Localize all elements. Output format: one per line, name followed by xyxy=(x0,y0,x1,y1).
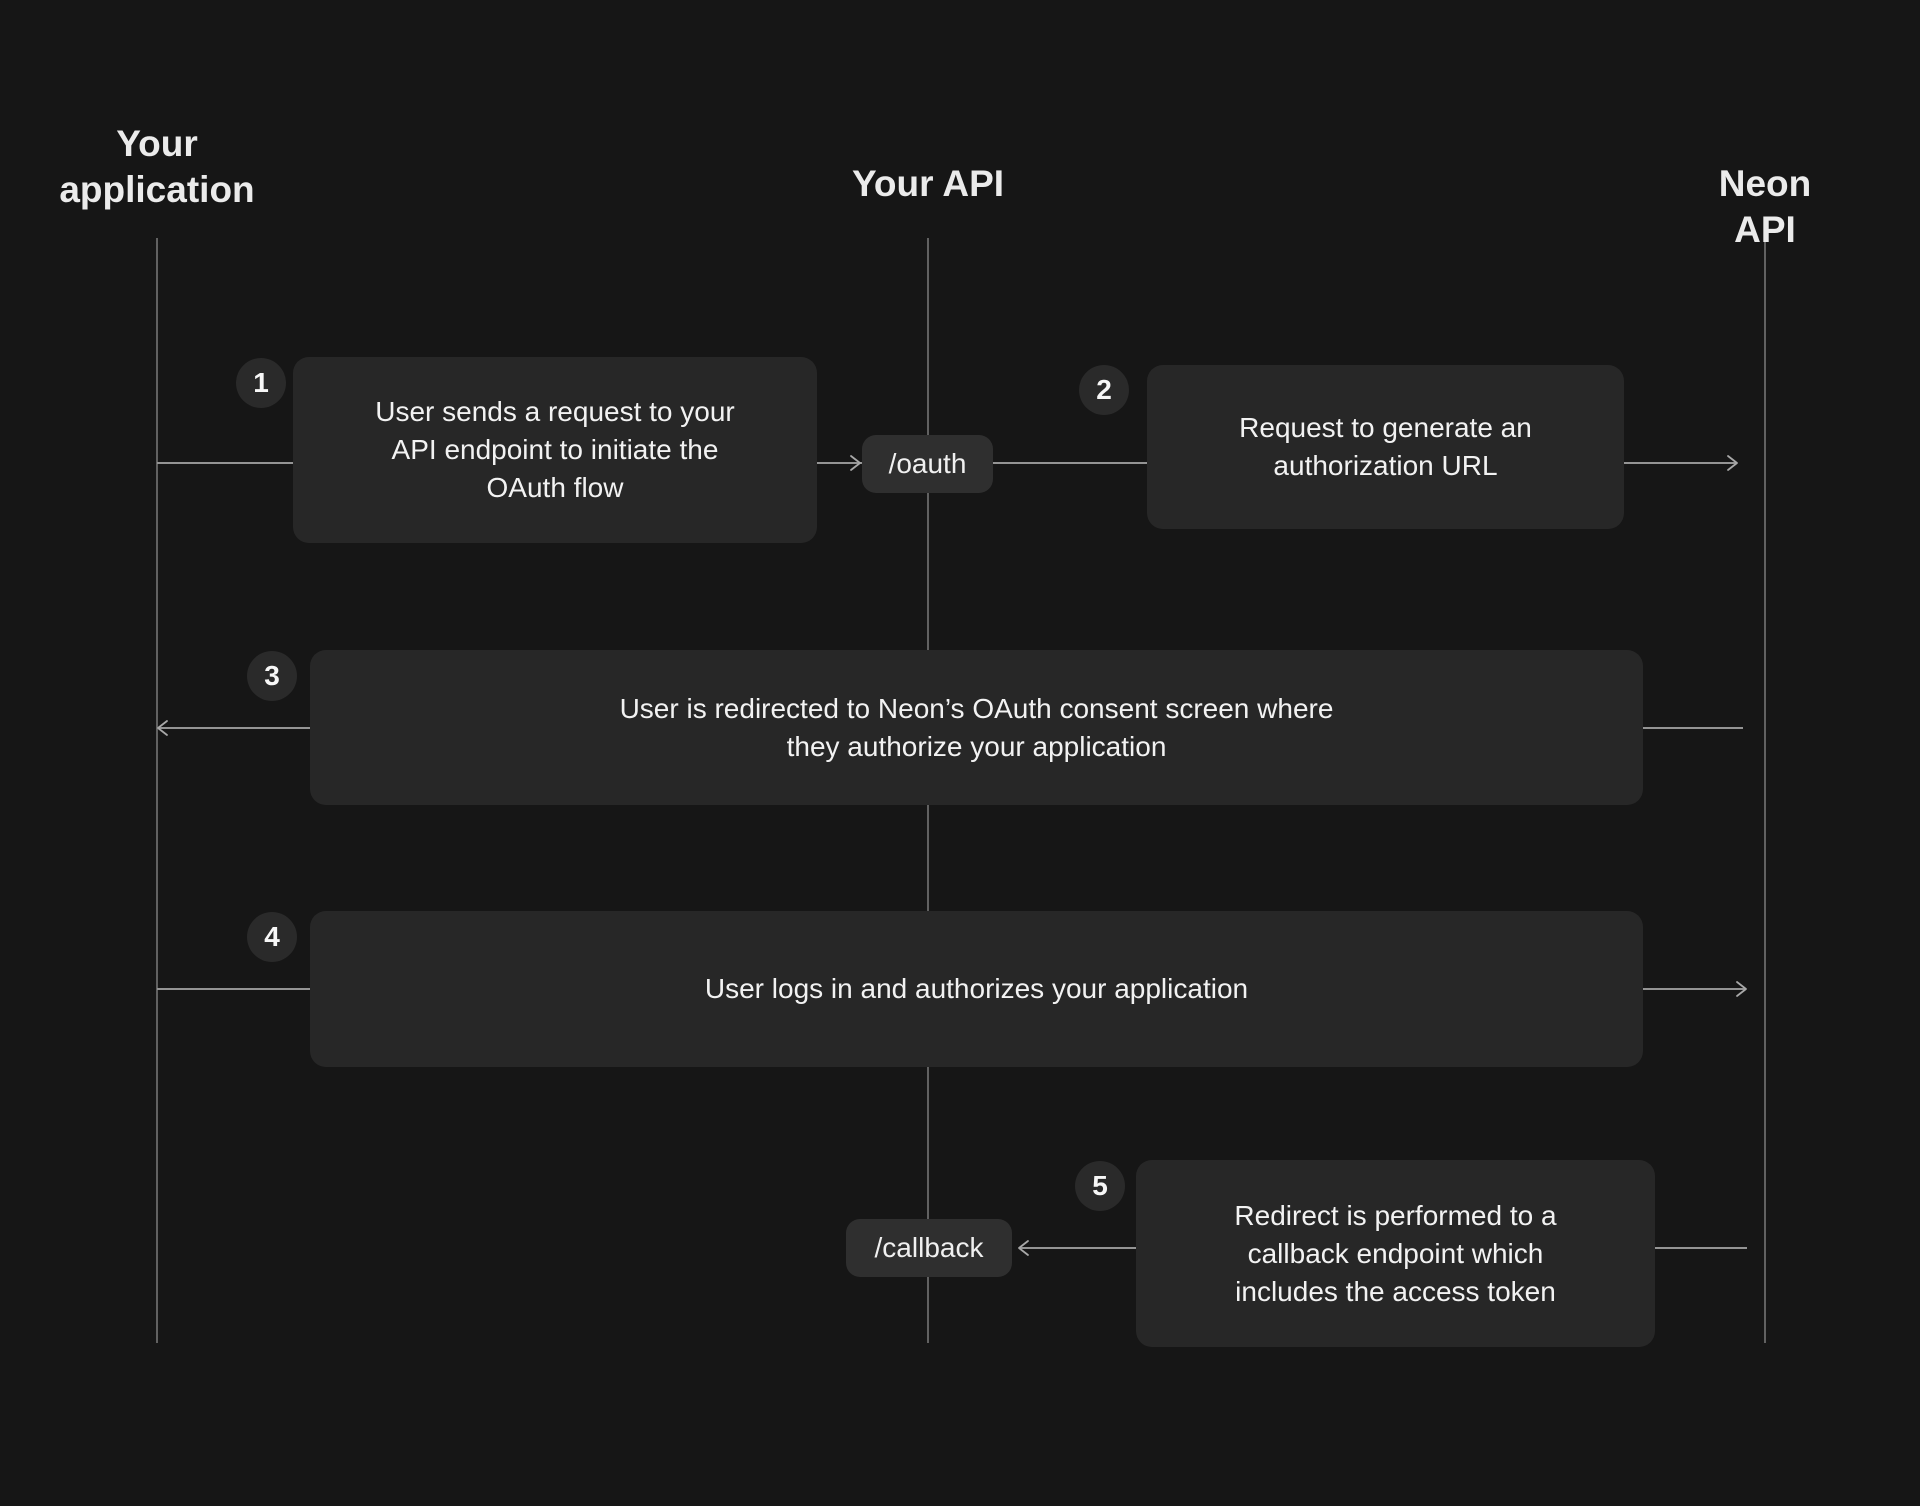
step-1-number-badge: 1 xyxy=(236,358,286,408)
arrowhead-right-icon xyxy=(846,454,864,472)
arrowhead-left-icon xyxy=(154,719,172,737)
endpoint-label-oauth: /oauth xyxy=(862,435,993,493)
actor-label-neon-api: Neon API xyxy=(1718,163,1812,250)
step-4-number-badge: 4 xyxy=(247,912,297,962)
step-5-message-box: Redirect is performed to a callback endp… xyxy=(1136,1160,1655,1347)
step-3-message-box: User is redirected to Neon’s OAuth conse… xyxy=(310,650,1643,805)
step-5-number-badge: 5 xyxy=(1075,1161,1125,1211)
actor-label-your-application: Your application xyxy=(59,123,255,210)
arrowhead-right-icon xyxy=(1732,980,1750,998)
arrowhead-left-icon xyxy=(1015,1239,1033,1257)
arrowhead-right-icon xyxy=(1723,454,1741,472)
actor-label-your-api: Your API xyxy=(851,163,1005,204)
step-2-message-box: Request to generate an authorization URL xyxy=(1147,365,1624,529)
step-3-number-badge: 3 xyxy=(247,651,297,701)
endpoint-label-callback: /callback xyxy=(846,1219,1012,1277)
lifeline-your-application xyxy=(156,238,158,1343)
step-2-number-badge: 2 xyxy=(1079,365,1129,415)
step-1-message-box: User sends a request to your API endpoin… xyxy=(293,357,817,543)
step-4-message-box: User logs in and authorizes your applica… xyxy=(310,911,1643,1067)
lifeline-neon-api xyxy=(1764,238,1766,1343)
